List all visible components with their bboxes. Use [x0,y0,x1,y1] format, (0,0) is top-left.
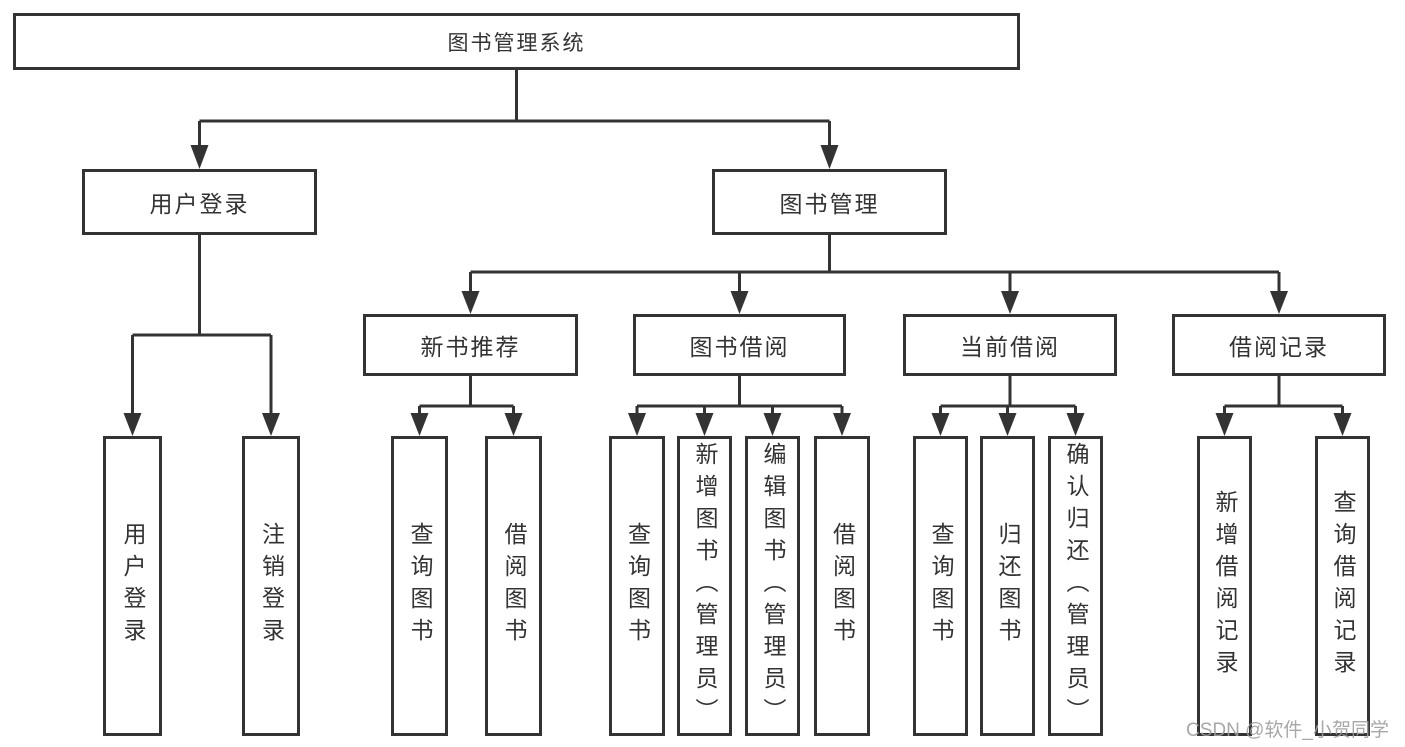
connector-userlogin-to-leaves [131,235,273,415]
node-user-login: 用户登录 [82,169,317,235]
node-new-book-recommend: 新书推荐 [363,314,578,376]
arrow-down-icon [190,145,209,169]
arrow-down-icon [1333,413,1352,436]
arrow-down-icon [695,413,714,436]
node-root-library-system: 图书管理系统 [13,13,1020,70]
arrow-down-icon [123,413,142,436]
arrow-down-icon [410,413,429,436]
node-book-management: 图书管理 [712,169,947,235]
node-book-borrowing: 图书借阅 [633,314,846,376]
arrow-down-icon [931,413,950,436]
arrow-down-icon [1001,291,1019,314]
arrow-down-icon [628,413,646,436]
arrow-down-icon [820,145,839,169]
connector-borrow-to-leaves [635,376,844,415]
node-leaf-edit-books-admin: 编辑图书（管理员） [745,436,800,736]
node-leaf-query-books-borrow: 查询图书 [609,436,665,736]
node-leaf-borrow-books: 借阅图书 [814,436,870,736]
node-leaf-logout: 注销登录 [242,436,300,736]
node-borrowing-records: 借阅记录 [1172,314,1386,376]
node-current-borrowing-label: 当前借阅 [960,334,1060,360]
connector-newbooks-to-leaves [418,376,515,415]
node-leaf-return-books: 归还图书 [980,436,1035,736]
arrow-down-icon [833,413,851,436]
node-leaf-logout-label: 注销登录 [258,522,285,650]
node-leaf-add-books-admin-label: 新增图书（管理员） [692,442,718,730]
arrowheads [123,145,1352,436]
arrow-down-icon [1215,413,1234,436]
node-user-login-label: 用户登录 [149,191,250,217]
node-leaf-query-books-recommend: 查询图书 [391,436,448,736]
node-borrowing-records-label: 借阅记录 [1229,334,1329,360]
node-leaf-add-borrow-record: 新增借阅记录 [1197,436,1252,736]
arrow-down-icon [1066,413,1085,436]
connector-current-to-leaves [939,376,1077,415]
csdn-watermark: CSDN @软件_小贺同学 [1186,720,1389,741]
node-leaf-borrow-books-label: 借阅图书 [829,522,856,650]
arrow-down-icon [262,413,280,436]
node-leaf-borrow-books-recommend-label: 借阅图书 [501,522,527,650]
node-book-management-label: 图书管理 [779,191,880,217]
node-leaf-edit-books-admin-label: 编辑图书（管理员） [760,442,786,730]
arrow-down-icon [461,291,480,314]
node-leaf-add-borrow-record-label: 新增借阅记录 [1212,490,1238,682]
node-leaf-confirm-return-admin-label: 确认归还（管理员） [1063,442,1089,730]
node-leaf-query-borrow-record-label: 查询借阅记录 [1330,490,1356,682]
connector-records-to-leaves [1223,376,1344,415]
node-leaf-query-books-current: 查询图书 [913,436,968,736]
node-leaf-return-books-label: 归还图书 [995,522,1021,650]
node-leaf-borrow-books-recommend: 借阅图书 [485,436,542,736]
node-leaf-query-borrow-record: 查询借阅记录 [1315,436,1370,736]
node-leaf-query-books-borrow-label: 查询图书 [624,522,651,650]
arrow-down-icon [730,291,749,314]
node-book-borrowing-label: 图书借阅 [689,334,790,360]
node-leaf-user-login: 用户登录 [103,436,162,736]
node-leaf-query-books-current-label: 查询图书 [928,522,954,650]
arrow-down-icon [504,413,523,436]
arrow-down-icon [1270,291,1288,314]
arrow-down-icon [998,413,1017,436]
arrow-down-icon [763,413,782,436]
connector-bookmgmt-to-level3 [469,235,1281,294]
node-leaf-user-login-label: 用户登录 [120,522,146,650]
node-new-book-recommend-label: 新书推荐 [420,334,521,360]
node-leaf-query-books-recommend-label: 查询图书 [407,522,433,650]
node-current-borrowing: 当前借阅 [903,314,1117,376]
connector-root-to-level2 [198,70,831,148]
node-root-label: 图书管理系统 [447,31,586,55]
node-leaf-add-books-admin: 新增图书（管理员） [677,436,732,736]
node-leaf-confirm-return-admin: 确认归还（管理员） [1048,436,1103,736]
